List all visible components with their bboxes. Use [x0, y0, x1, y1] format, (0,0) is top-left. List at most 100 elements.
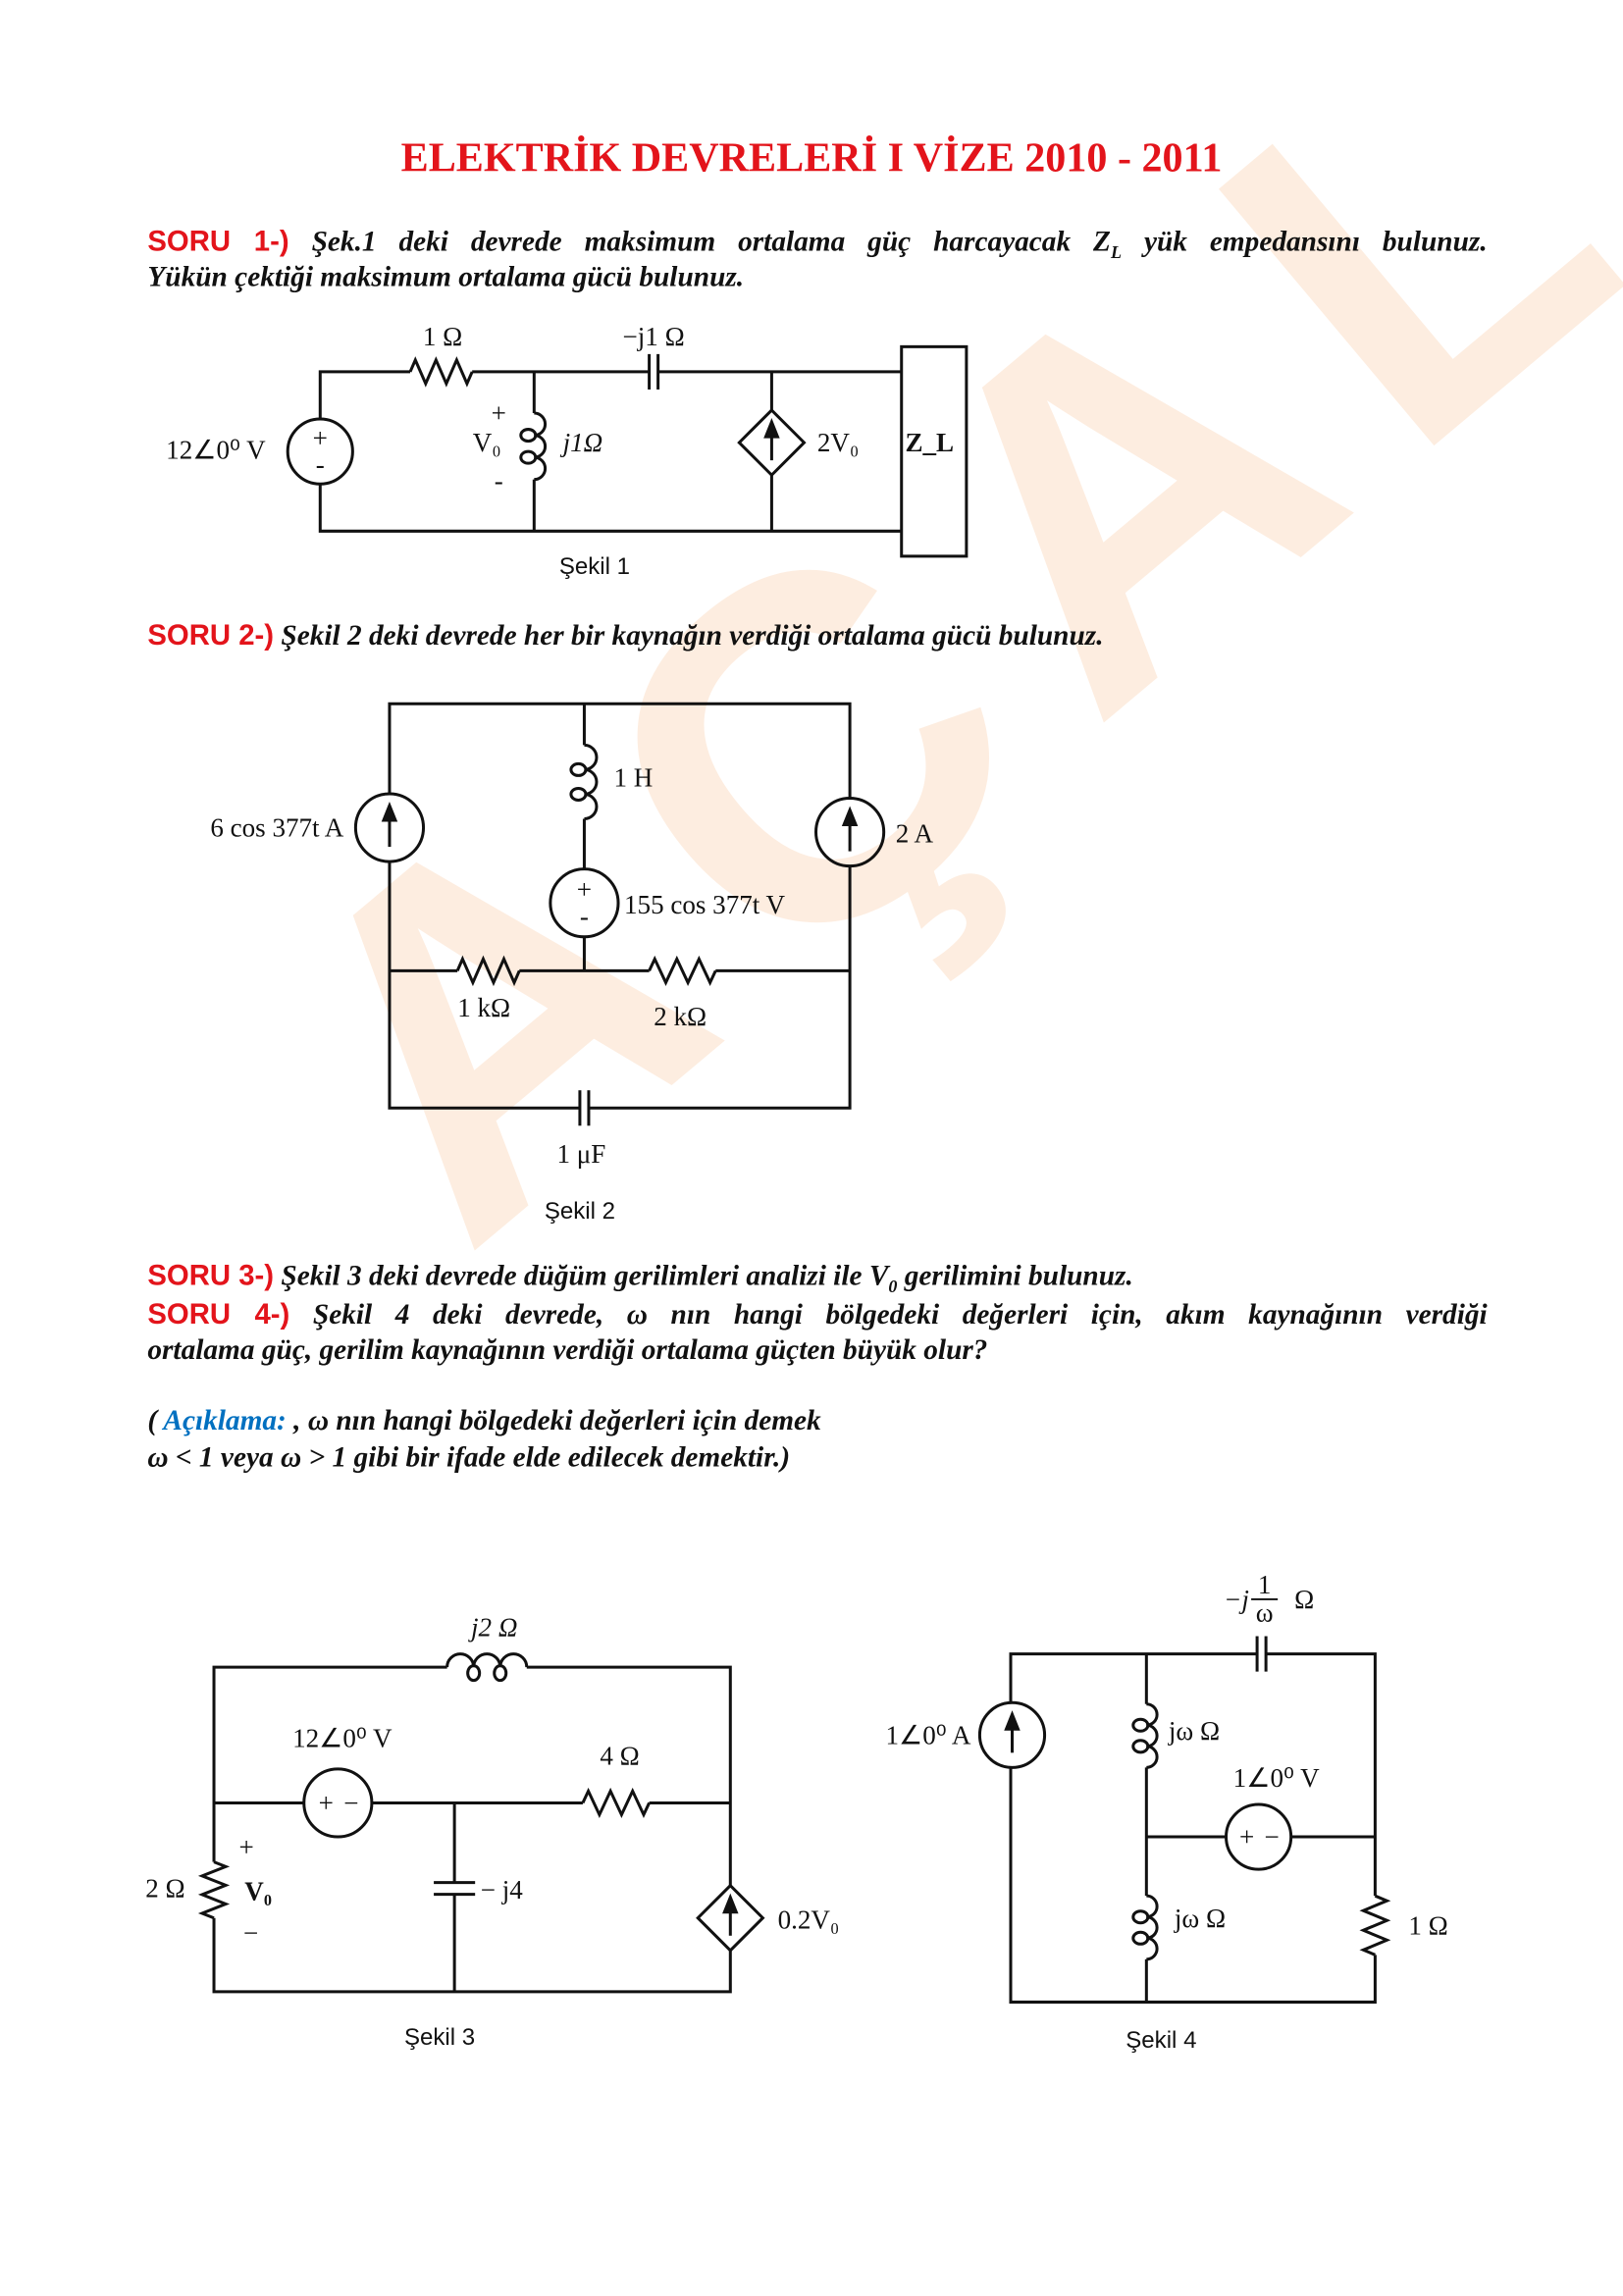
wire — [526, 1665, 732, 1886]
source-circle — [814, 796, 886, 868]
inductor-loop — [1131, 1739, 1150, 1754]
resistor-label: 1 Ω — [1408, 1910, 1447, 1940]
load-impedance-box — [900, 344, 969, 558]
plus-sign: + — [238, 1833, 253, 1862]
note-line-2: ω < 1 veya ω > 1 gibi bir ifade elde edi… — [147, 1442, 791, 1475]
inductor — [534, 411, 548, 482]
question-text: Şekil 3 deki devrede düğüm gerilimleri a… — [274, 1261, 869, 1293]
arrow-head-icon — [1004, 1710, 1021, 1731]
resistor-label: 1 kΩ — [457, 993, 510, 1022]
question-text: Şek.1 deki devrede maksimum ortalama güç… — [288, 227, 1094, 259]
inductor-loop — [466, 1664, 482, 1683]
wire — [212, 1665, 447, 1862]
minus-icon: − — [1265, 1822, 1280, 1852]
note: ( Açıklama: , ω nın hangi bölgedeki değe… — [147, 1406, 1487, 1438]
inductor — [584, 743, 599, 821]
source-circle — [286, 417, 354, 486]
question-label: SORU 3-) — [147, 1260, 275, 1293]
source-circle — [353, 792, 426, 863]
current-source-label: 1∠0⁰ A — [885, 1720, 970, 1749]
plus-icon: + — [1239, 1822, 1254, 1852]
question-label: SORU 2-) — [147, 619, 275, 652]
math-sub: L — [1110, 241, 1123, 263]
load-label: Z_L — [905, 428, 954, 457]
inductor-loop — [1131, 1909, 1150, 1925]
inductor-loop — [569, 761, 588, 777]
inductor-label: jω Ω — [1174, 1904, 1226, 1933]
figure-caption: Şekil 4 — [1126, 2027, 1196, 2054]
math-sub: 0 — [888, 1276, 898, 1297]
capacitor-label: −j1 Ω — [623, 322, 685, 351]
figure-4-labels: −j 1 ω Ω 1∠0⁰ A jω Ω 1∠0⁰ V jω Ω 1 Ω Şek… — [885, 1570, 1447, 2054]
voltage-source-label: 1∠0⁰ V — [1233, 1763, 1320, 1793]
dependent-source-label: 0.2V₀ — [778, 1905, 840, 1934]
inductor-loop — [519, 449, 538, 465]
minus-icon: - — [580, 902, 589, 931]
dc-source-label: 2 A — [896, 819, 934, 849]
capacitor-label-num: 1 — [1258, 1570, 1272, 1599]
question-1: SORU 1-) Şek.1 deki devrede maksimum ort… — [147, 226, 1487, 264]
voltage-source-label: 155 cos 377t V — [624, 890, 786, 919]
capacitor-label: − j4 — [481, 1875, 524, 1905]
v0-label: V₀ — [244, 1877, 272, 1906]
question-text: yük empedansını bulunuz. — [1122, 227, 1488, 259]
inductor-loop — [1131, 1930, 1150, 1946]
dependent-source-label: 2V₀ — [817, 428, 860, 457]
wire — [388, 702, 852, 799]
resistor — [1359, 1894, 1391, 1957]
figure-caption: Şekil 1 — [559, 553, 630, 580]
note-label: Açıklama: — [163, 1405, 287, 1437]
inductor — [1146, 1702, 1159, 1769]
wire — [318, 370, 411, 420]
wire — [388, 861, 580, 1110]
plus-icon: + — [577, 875, 592, 905]
question-4: SORU 4-) Şekil 4 deki devrede, ω nın han… — [147, 1298, 1487, 1332]
question-text: gerilimini bulunuz. — [897, 1261, 1133, 1293]
figure-caption: Şekil 3 — [404, 2024, 475, 2051]
question-2: SORU 2-) Şekil 2 deki devrede her bir ka… — [147, 620, 1487, 654]
inductor-loop — [569, 786, 588, 802]
wire — [588, 865, 852, 1110]
inductor — [445, 1652, 529, 1668]
wire — [1009, 1652, 1258, 1703]
arrow-head-icon — [381, 801, 398, 822]
resistor-label: 2 Ω — [145, 1874, 184, 1904]
question-text: Şekil 4 deki devrede, ω nın hangi bölged… — [289, 1299, 1488, 1331]
resistor — [408, 356, 474, 388]
plus-icon: + — [319, 1788, 334, 1817]
minus-sign: − — [243, 1918, 258, 1948]
source-circle — [1225, 1802, 1293, 1871]
paren: ( — [147, 1405, 164, 1437]
resistor-label: 4 Ω — [600, 1741, 639, 1770]
capacitor-label-den: ω — [1256, 1598, 1274, 1628]
arrow-head-icon — [841, 806, 859, 827]
resistor-label: 1 Ω — [423, 322, 462, 351]
wire — [1009, 1767, 1377, 2004]
minus-icon: - — [316, 450, 325, 480]
wire — [1266, 1652, 1377, 1897]
question-label: SORU 4-) — [147, 1298, 290, 1331]
page-title: ELEKTRİK DEVRELERİ I VİZE 2010 - 2011 — [400, 135, 1223, 182]
dependent-source — [696, 1883, 765, 1953]
question-3: SORU 3-) Şekil 3 deki devrede düğüm geri… — [147, 1260, 1487, 1298]
inductor-loop — [1131, 1717, 1150, 1733]
arrow-head-icon — [722, 1893, 739, 1914]
minus-sign: - — [495, 466, 503, 496]
v0-label: V₀ — [473, 428, 501, 457]
inductor-loop — [519, 428, 538, 444]
capacitor-label-prefix: −j — [1224, 1585, 1249, 1614]
figure-1-labels: 12∠0⁰ V 1 Ω −j1 Ω + V₀ - j1Ω 2V₀ Z_L Şek… — [166, 322, 954, 580]
minus-icon: − — [343, 1788, 358, 1817]
resistor — [581, 1787, 651, 1819]
capacitor-label: 1 μF — [557, 1139, 606, 1169]
question-text: Şekil 2 deki devrede her bir kaynağın ve… — [274, 621, 1104, 652]
resistor — [197, 1860, 231, 1920]
resistor-label: 2 kΩ — [654, 1002, 707, 1031]
source-circle — [302, 1767, 374, 1839]
question-1-line-2: Yükün çektiği maksimum ortalama gücü bul… — [147, 262, 745, 294]
inductor-label: j1Ω — [560, 428, 603, 457]
math-var: V — [868, 1261, 889, 1293]
wire — [212, 1917, 732, 1994]
